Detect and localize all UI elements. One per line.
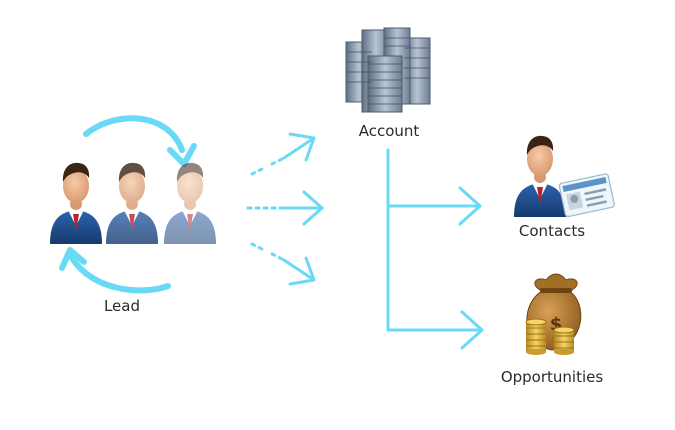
cycle-arrow-bottom	[69, 255, 171, 294]
opportunities-label: Opportunities	[501, 368, 604, 386]
arrow-lead-to-account-upper	[250, 132, 316, 176]
contacts-node: Contacts	[514, 135, 615, 240]
office-buildings-icon	[345, 27, 431, 113]
arrow-lead-to-account-middle	[246, 190, 324, 226]
lead-node: Lead	[50, 115, 216, 315]
businessman-id-card-icon	[514, 135, 615, 218]
opportunities-node: $	[501, 273, 604, 386]
money-bag-coins-icon: $	[525, 273, 582, 355]
business-people-group-icon	[50, 162, 216, 244]
arrow-lead-to-account-lower	[250, 242, 316, 286]
conversion-arrows	[246, 132, 324, 286]
cycle-arrowhead-top	[167, 143, 197, 167]
lead-label: Lead	[104, 297, 140, 315]
account-node: Account	[345, 27, 431, 140]
account-branch-connectors	[386, 148, 484, 350]
arrow-account-to-opportunities	[386, 310, 484, 350]
cycle-arrowhead-bottom	[59, 247, 87, 271]
contacts-label: Contacts	[519, 222, 585, 240]
cycle-arrow-top	[83, 115, 185, 153]
arrow-account-to-contacts	[386, 186, 482, 226]
account-label: Account	[359, 122, 420, 140]
